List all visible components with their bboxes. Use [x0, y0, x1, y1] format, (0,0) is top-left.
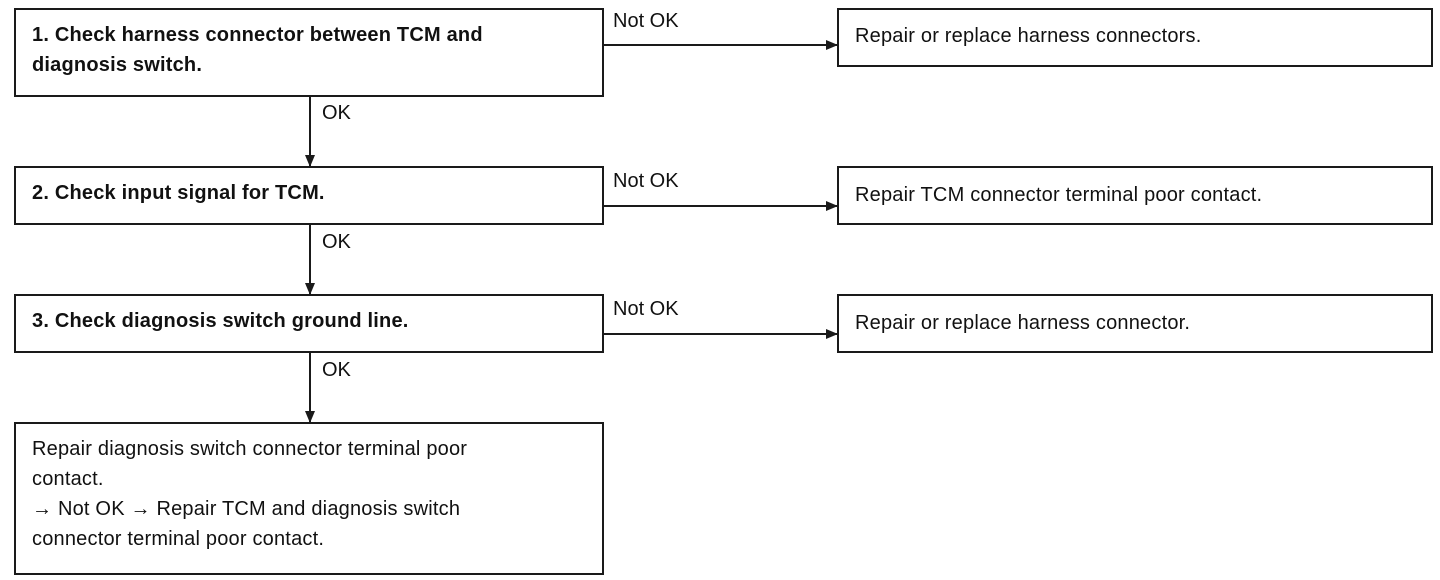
step-1-box: 1. Check harness connector between TCM a… [14, 8, 604, 97]
not-ok-label-3: Not OK [613, 298, 679, 320]
not-ok-label-2: Not OK [613, 170, 679, 192]
step-2-box: 2. Check input signal for TCM. [14, 166, 604, 225]
result-2-box: Repair TCM connector terminal poor conta… [837, 166, 1433, 225]
step-3-box: 3. Check diagnosis switch ground line. [14, 294, 604, 353]
not-ok-label-1: Not OK [613, 10, 679, 32]
final-text: Repair diagnosis switch connector termin… [32, 438, 468, 550]
result-3-text: Repair or replace harness connector. [855, 312, 1191, 334]
step-3-text: 3. Check diagnosis switch ground line. [32, 310, 409, 332]
result-3-box: Repair or replace harness connector. [837, 294, 1433, 353]
final-box: Repair diagnosis switch connector termin… [14, 422, 604, 575]
step-1-text: 1. Check harness connector between TCM a… [32, 24, 483, 76]
ok-label-2: OK [322, 231, 351, 253]
result-1-box: Repair or replace harness connectors. [837, 8, 1433, 67]
ok-label-3: OK [322, 359, 351, 381]
step-2-text: 2. Check input signal for TCM. [32, 182, 325, 204]
ok-label-1: OK [322, 102, 351, 124]
result-1-text: Repair or replace harness connectors. [855, 25, 1202, 47]
result-2-text: Repair TCM connector terminal poor conta… [855, 184, 1263, 206]
